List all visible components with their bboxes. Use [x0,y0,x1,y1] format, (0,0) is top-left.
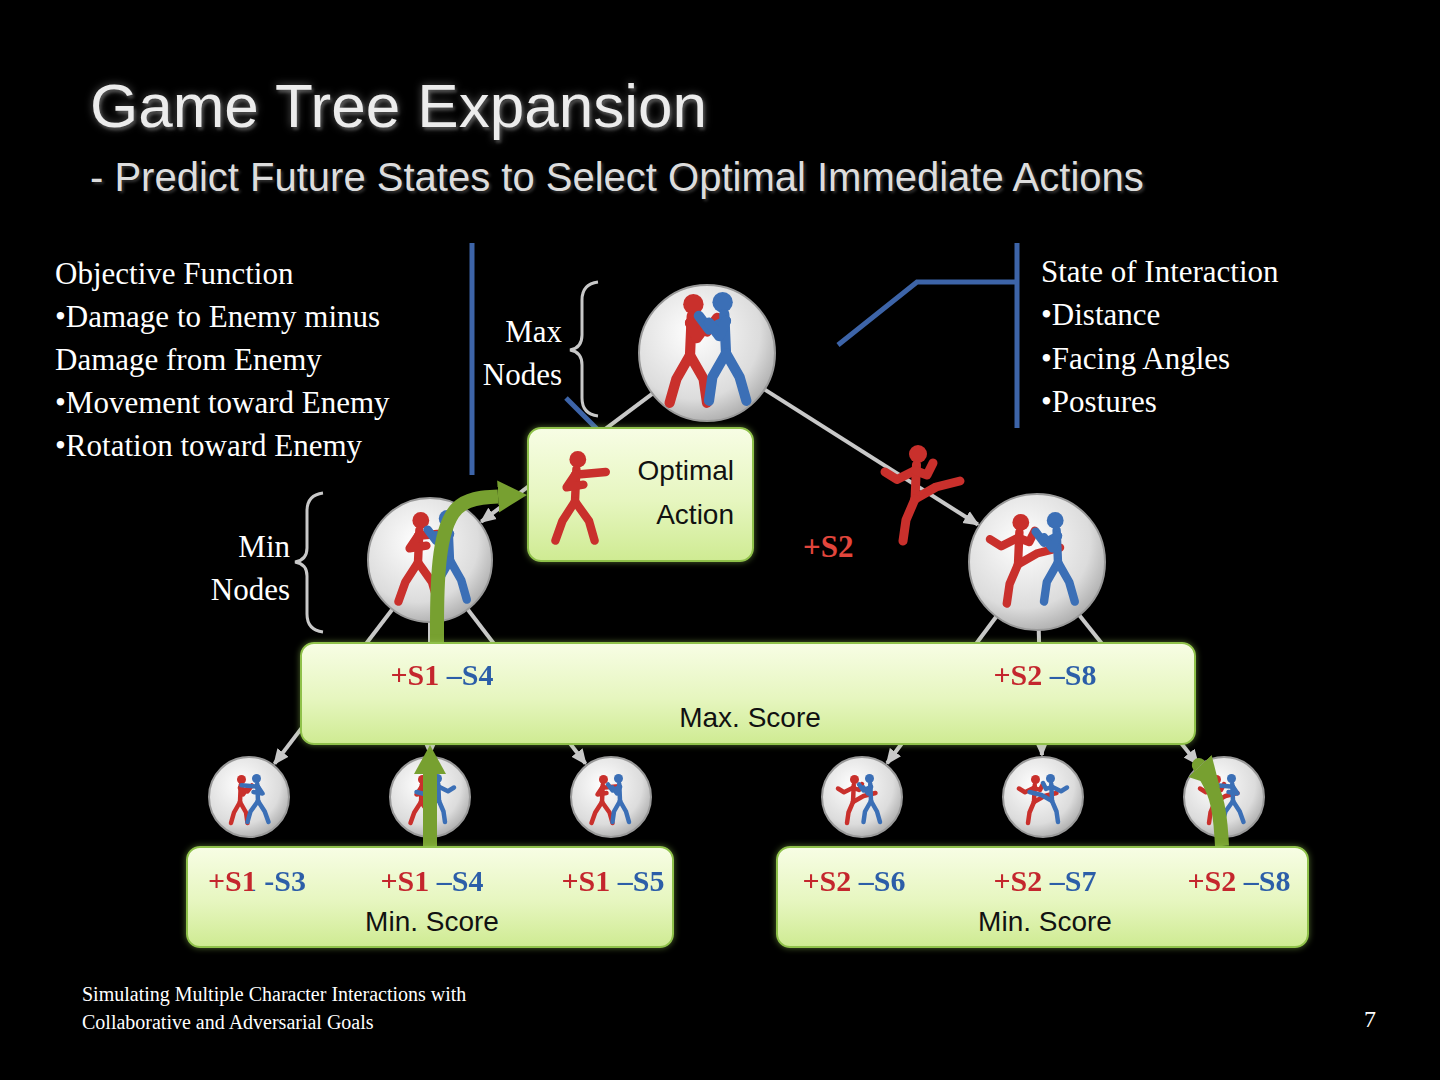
score-band: +S2 –S6 +S2 –S7 +S2 –S8Min. Score [776,846,1309,948]
tree-lines [274,389,1197,764]
state-circle [1003,757,1083,837]
text-label: •Distance [1041,293,1160,336]
action-label: Optimal Action [602,449,734,537]
fighter-figure [555,451,605,541]
text-label: •Rotation toward Enemy [55,424,362,467]
title-rule [88,212,1262,214]
caption: Simulating Multiple Character Interactio… [82,980,562,1036]
score-value: +S2 –S8 [994,657,1097,693]
score-value: +S2 –S6 [803,863,906,899]
tree-branch [764,389,977,524]
fighter-figure [699,292,747,401]
score-band: +S1 –S4 +S2 –S8Max. Score [300,642,1196,745]
action-figure [535,429,625,564]
score-value: +S2 –S8 [1188,863,1291,899]
score-arrow [1199,765,1222,846]
fighter-figure [859,774,880,822]
state-circle [822,757,902,837]
text-label: - Predict Future States to Select Optima… [90,155,1144,200]
score-value: +S1 –S4 [381,863,484,899]
score-value: +S2 –S7 [994,863,1097,899]
state-circles [209,285,1264,837]
fighter-figure [242,774,269,822]
text-label: •Postures [1041,380,1157,423]
fighter-figures [231,292,1244,823]
text-label: •Facing Angles [1041,337,1230,380]
text-label: •Movement toward Enemy [55,381,390,424]
score-value: +S1 -S3 [208,863,306,899]
text-label: Max Nodes [452,310,562,396]
band-label: Min. Score [978,905,1112,939]
fighter-figure [838,775,876,823]
fighter-figure [1030,774,1068,822]
state-circle [209,757,289,837]
score-value: +S1 –S4 [391,657,494,693]
state-circle [969,494,1105,630]
text-label: State of Interaction [1041,250,1279,293]
fighter-figure [990,514,1060,604]
score-arrow [423,774,437,846]
score-value: +S1 –S5 [562,863,665,899]
slide-title: Game Tree Expansion [90,70,707,141]
band-label: Min. Score [365,905,499,939]
state-circle [571,757,651,837]
fighter-figure [1019,775,1057,823]
text-label: Min Nodes [180,525,290,611]
fighter-figure [608,774,629,822]
text-label: 7 [1364,998,1376,1041]
state-circle [368,498,492,622]
state-circle [639,285,775,421]
band-label: Max. Score [679,701,821,735]
text-label: Objective Function [55,252,293,295]
fighter-figure [885,445,960,541]
action-box: Optimal Action [527,427,754,562]
fighter-figure [1036,512,1075,602]
text-label: +S2 [803,525,853,568]
text-label: •Damage to Enemy minus Damage from Enemy [55,295,440,381]
score-band: +S1 -S3 +S1 –S4 +S1 –S5Min. Score [186,846,674,948]
score-arrow [437,497,498,642]
